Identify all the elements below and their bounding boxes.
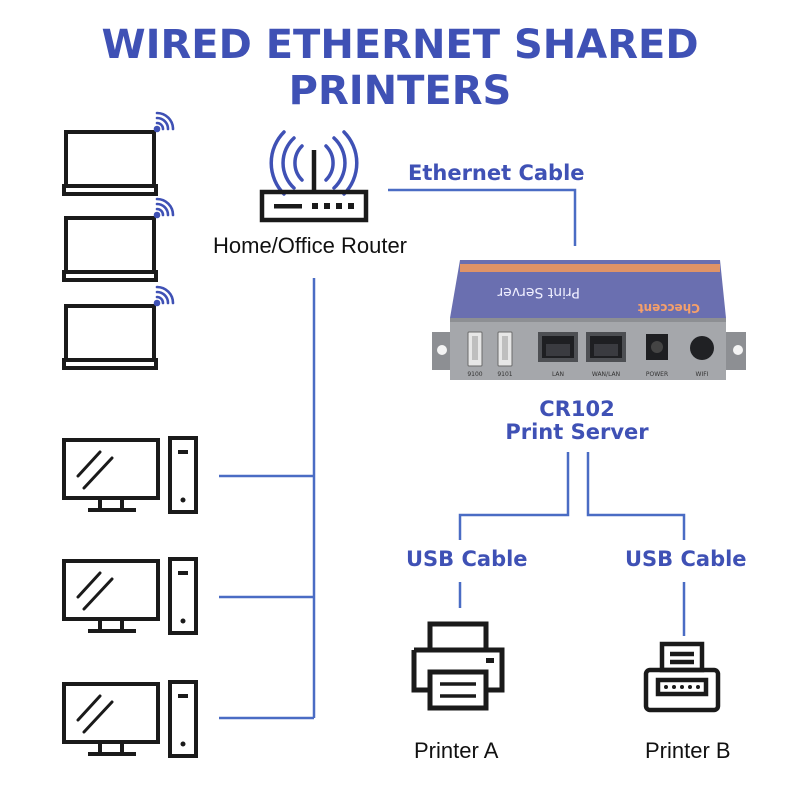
printer-a-icon	[411, 621, 505, 711]
wifi-icon	[153, 197, 175, 219]
usb-cable-left-line	[458, 452, 570, 540]
printer-b-label: Printer B	[645, 738, 731, 763]
diagram-title: WIRED ETHERNET SHARED PRINTERS	[101, 22, 699, 114]
port-label-power: POWER	[646, 371, 668, 378]
wifi-icon	[153, 111, 175, 133]
port-label-wifi: WIFI	[696, 371, 709, 378]
print-server-device: Print Server Checcent 9100 9101 LAN WAN/…	[432, 260, 746, 380]
server-model-label: CR102	[539, 397, 615, 421]
ethernet-cable-label: Ethernet Cable	[408, 161, 585, 185]
router-label: Home/Office Router	[213, 233, 408, 258]
desktop-computer-icon	[62, 680, 198, 758]
device-brand: Checcent	[638, 301, 700, 315]
printer-a-label: Printer A	[414, 738, 499, 763]
desktop-computer-icon	[62, 557, 198, 635]
usb-cable-right-label: USB Cable	[625, 547, 747, 571]
device-face-text: Print Server	[497, 284, 580, 300]
port-label-wan-lan: WAN/LAN	[592, 371, 620, 378]
desktop-computer-icon	[62, 436, 198, 514]
laptop-icon	[62, 111, 175, 196]
port-label-lan: LAN	[552, 371, 564, 378]
ethernet-cable-line	[388, 188, 577, 246]
laptop-icon	[62, 285, 175, 370]
router-icon	[259, 130, 369, 223]
usb-cable-right-line	[586, 452, 686, 540]
port-label-9101: 9101	[497, 371, 512, 378]
printer-b-icon	[643, 641, 721, 713]
port-label-9100: 9100	[467, 371, 482, 378]
laptop-icon	[62, 197, 175, 282]
server-name-label: Print Server	[505, 420, 649, 444]
usb-cable-left-label: USB Cable	[406, 547, 528, 571]
wifi-icon	[153, 285, 175, 307]
